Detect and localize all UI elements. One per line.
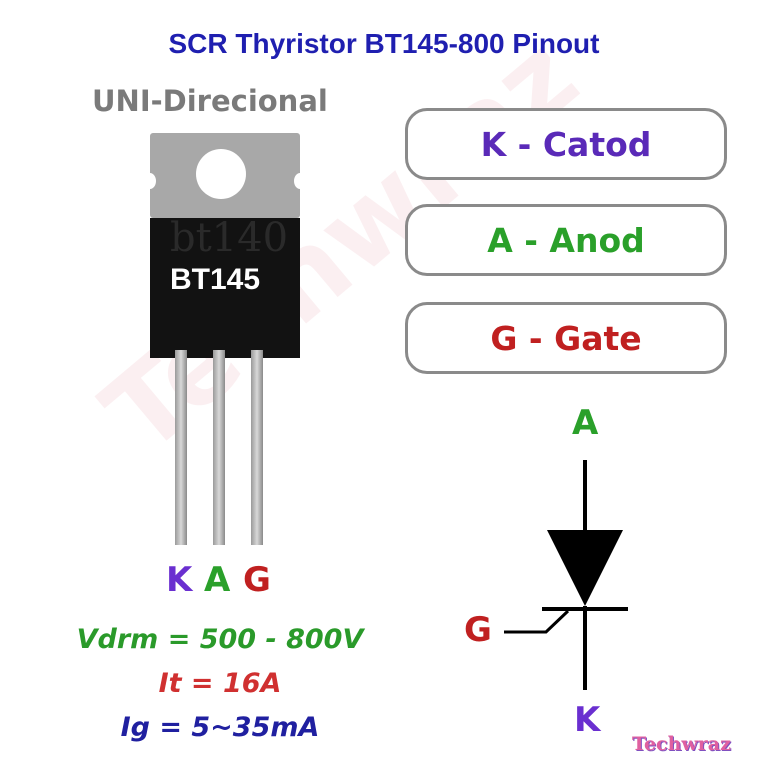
symbol-anode-label: A xyxy=(572,403,599,443)
page-title: SCR Thyristor BT145-800 Pinout xyxy=(168,28,600,59)
lead-k xyxy=(175,350,187,545)
lead-a xyxy=(213,350,225,545)
package-body xyxy=(150,218,300,358)
tab-notch-left xyxy=(144,173,156,189)
tab-notch-right xyxy=(294,173,306,189)
legend-gate: G - Gate xyxy=(405,302,727,374)
pin-label-a: A xyxy=(204,560,231,600)
legend-cathode: K - Catod xyxy=(405,108,727,180)
diode-triangle xyxy=(547,530,623,606)
pin-label-k: K xyxy=(166,560,193,600)
legend-anode: A - Anod xyxy=(405,204,727,276)
symbol-cathode-label: K xyxy=(574,700,601,740)
ghost-marking: bt140 xyxy=(170,215,289,261)
lead-g xyxy=(251,350,263,545)
subtitle: UNI-Direcional xyxy=(92,84,328,118)
pin-label-g: G xyxy=(243,560,271,600)
spec-it: It = 16A xyxy=(158,668,282,699)
gate-lead xyxy=(504,609,570,634)
brand-logo: Techwraz xyxy=(632,733,731,755)
spec-vdrm: Vdrm = 500 - 800V xyxy=(76,624,364,655)
spec-ig: Ig = 5~35mA xyxy=(120,712,320,743)
symbol-gate-label: G xyxy=(464,610,492,650)
to220-package: bt140 BT145 xyxy=(144,133,306,363)
part-marking: BT145 xyxy=(169,263,261,296)
mounting-hole xyxy=(196,149,246,199)
